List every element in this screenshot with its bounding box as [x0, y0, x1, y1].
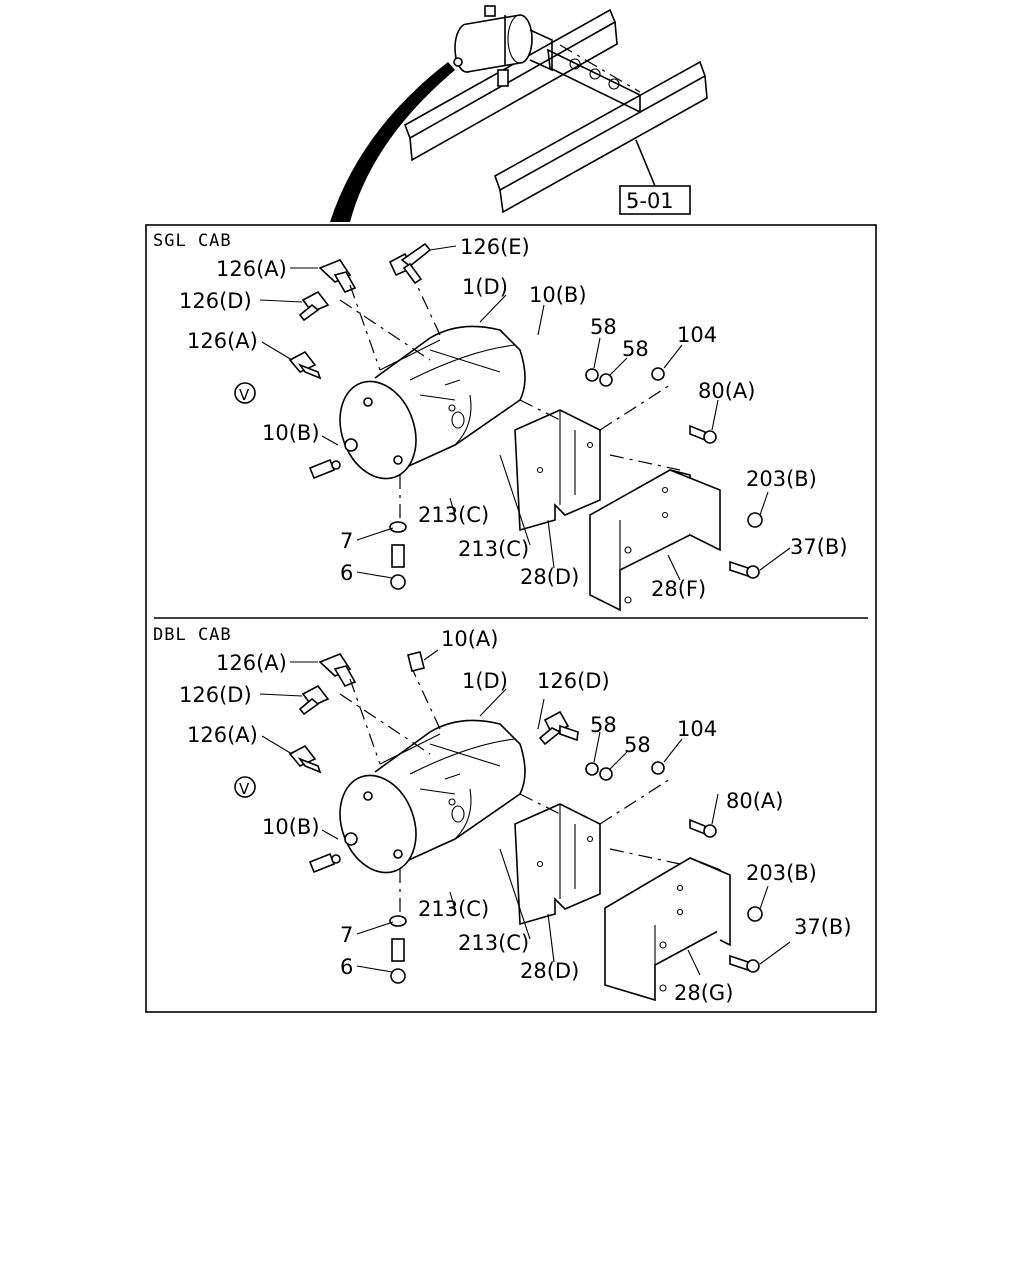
label-10B-left: 10(B)	[262, 815, 320, 839]
label-126A-mid: 126(A)	[187, 329, 258, 353]
label-104: 104	[677, 323, 717, 347]
label-58-a: 58	[590, 713, 617, 737]
label-126E: 126(E)	[460, 235, 530, 259]
label-28D: 28(D)	[520, 959, 579, 983]
label-213C-a: 213(C)	[418, 503, 489, 527]
label-6: 6	[340, 955, 353, 979]
label-6: 6	[340, 561, 353, 585]
label-37B: 37(B)	[790, 535, 848, 559]
label-126D-left: 126(D)	[179, 683, 252, 707]
label-126A-mid: 126(A)	[187, 723, 258, 747]
detail-frame	[145, 224, 877, 1013]
label-80A: 80(A)	[698, 379, 755, 403]
section-header-sgl: SGL CAB	[153, 231, 232, 251]
label-203B: 203(B)	[746, 467, 817, 491]
label-10A: 10(A)	[441, 627, 498, 651]
label-80A: 80(A)	[726, 789, 783, 813]
label-58-a: 58	[590, 315, 617, 339]
label-58-b: 58	[622, 337, 649, 361]
label-213C-b: 213(C)	[458, 931, 529, 955]
dbl-cab-section: DBL CAB 10(A) 126(A) 126(D) 1(D) 126(D) …	[153, 625, 852, 1005]
label-V: V	[239, 780, 250, 798]
label-58-b: 58	[624, 733, 651, 757]
label-10B-top: 10(B)	[529, 283, 587, 307]
label-37B: 37(B)	[794, 915, 852, 939]
bracket-28G	[604, 857, 731, 1002]
reference-box-label: 5-01	[626, 189, 674, 213]
label-126D: 126(D)	[179, 289, 252, 313]
section-header-dbl: DBL CAB	[153, 625, 232, 645]
label-1D: 1(D)	[462, 275, 508, 299]
label-28G: 28(G)	[674, 981, 733, 1005]
label-28F: 28(F)	[651, 577, 706, 601]
label-213C-a: 213(C)	[418, 897, 489, 921]
label-10B-left: 10(B)	[262, 421, 320, 445]
sgl-cab-section: SGL CAB 126(E) 126(A) 126(D) 1(D) 10(B) …	[153, 231, 848, 612]
label-V: V	[239, 386, 250, 404]
chassis-overview: 5-01	[330, 5, 708, 222]
label-1D: 1(D)	[462, 669, 508, 693]
label-126D-right: 126(D)	[537, 669, 610, 693]
label-126A-top: 126(A)	[216, 257, 287, 281]
label-7: 7	[340, 923, 353, 947]
label-203B: 203(B)	[746, 861, 817, 885]
bracket-28F	[589, 469, 721, 612]
label-104: 104	[677, 717, 717, 741]
label-7: 7	[340, 529, 353, 553]
label-28D: 28(D)	[520, 565, 579, 589]
label-213C-b: 213(C)	[458, 537, 529, 561]
label-126A-top: 126(A)	[216, 651, 287, 675]
